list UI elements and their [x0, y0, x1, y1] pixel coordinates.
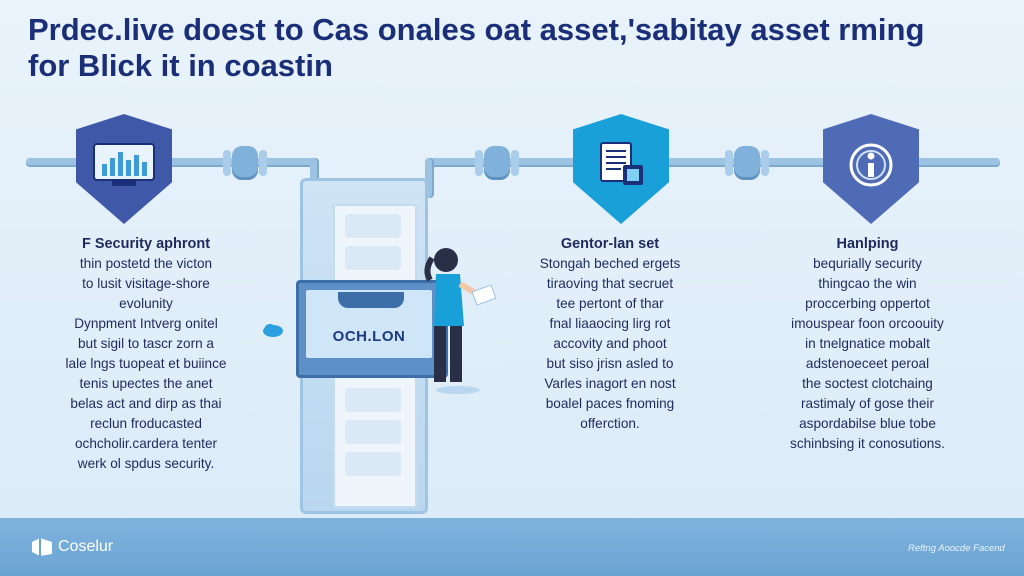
- column-right-line: thingcao the win: [818, 276, 917, 291]
- column-right-line: imouspear foon orcoouity: [791, 316, 944, 331]
- pipe-riser-right: [425, 158, 434, 198]
- footer-note: Reftng Aoocde Facend: [908, 543, 1005, 554]
- info-icon: [849, 143, 893, 187]
- tower-slot: [345, 420, 401, 444]
- center-asset-shield: [573, 114, 669, 224]
- column-left-line: reclun froducasted: [90, 416, 202, 431]
- security-shield: [76, 114, 172, 224]
- column-left-heading: F Security aphront: [81, 236, 211, 252]
- tower-slot: [345, 246, 401, 270]
- column-left-line: to lusit visitage-shore: [82, 276, 210, 291]
- page-title: Prdec.live doest to Cas onales oat asset…: [28, 12, 1008, 84]
- column-right-line: bequrially security: [813, 256, 922, 271]
- pipe-far-right: [910, 158, 1000, 167]
- monitor-label: OCH.LON: [332, 328, 406, 345]
- column-right-line: proccerbing oppertot: [805, 296, 930, 311]
- pipe-coupler-2: [475, 146, 519, 180]
- tower-slot: [345, 452, 401, 476]
- column-right-line: the soctest clotchaing: [802, 376, 933, 391]
- column-left-line: thin postetd the victon: [79, 256, 213, 271]
- document-icon: [600, 142, 643, 185]
- column-right-line: schinbsing it conosutions.: [790, 436, 945, 451]
- column-left-line: evolunity: [119, 296, 173, 311]
- column-center-heading: Gentor-lan set: [560, 236, 660, 252]
- title-line-2: for Blick it in coastin: [28, 48, 333, 83]
- monitor-banner: [338, 292, 404, 308]
- person-illustration: [424, 248, 497, 394]
- column-right-line: rastimaly of gose their: [801, 396, 934, 411]
- chart-icon: [93, 143, 155, 186]
- column-right-line: adstenoeceet peroal: [805, 356, 930, 371]
- hanlping-shield: [823, 114, 919, 224]
- tower-slot: [345, 214, 401, 238]
- column-left-line: werk ol spdus security.: [77, 456, 215, 471]
- column-right-text: Hanlping bequrially security thingcao th…: [745, 234, 990, 454]
- column-left-line: ochcholir.cardera tenter: [74, 436, 218, 451]
- title-line-1: Prdec.live doest to Cas onales oat asset…: [28, 12, 925, 47]
- column-right-line: in tnelgnatice mobalt: [805, 336, 930, 351]
- column-left-line: Dynpment Intverg onitel: [74, 316, 218, 331]
- column-left-text: F Security aphront thin postetd the vict…: [26, 234, 266, 474]
- footer-bar: [0, 518, 1024, 576]
- column-center-text: Gentor-lan set Stongah beched ergets tir…: [500, 234, 720, 434]
- column-center-line: offerction.: [580, 416, 640, 431]
- column-left-line: but sigil to tascr zorn a: [78, 336, 214, 351]
- column-center-line: tiraoving that secruet: [546, 276, 674, 291]
- tower-slot: [345, 388, 401, 412]
- cloud-icon: [263, 324, 283, 337]
- footer-logo-icon: [32, 538, 52, 556]
- column-left-line: belas act and dirp as thai: [70, 396, 222, 411]
- column-left-line: lale lngs tuopeat et buiince: [65, 356, 227, 371]
- column-center-line: Varles inagort en nost: [544, 376, 676, 391]
- column-left-line: tenis upectes the anet: [79, 376, 213, 391]
- column-center-line: but siso jrisn asled to: [546, 356, 674, 371]
- column-right-line: aspordabilse blue tobe: [799, 416, 936, 431]
- footer-brand: Coselur: [58, 538, 114, 555]
- pipe-coupler-3: [725, 146, 769, 180]
- column-right-heading: Hanlping: [836, 236, 899, 252]
- column-center-line: Stongah beched ergets: [539, 256, 681, 271]
- column-center-line: boalel paces fnoming: [545, 396, 675, 411]
- pipe-coupler-1: [223, 146, 267, 180]
- column-center-line: accovity and phoot: [553, 336, 667, 351]
- column-center-line: fnal liaaocing lirg rot: [549, 316, 671, 331]
- column-center-line: tee pertont of thar: [556, 296, 664, 311]
